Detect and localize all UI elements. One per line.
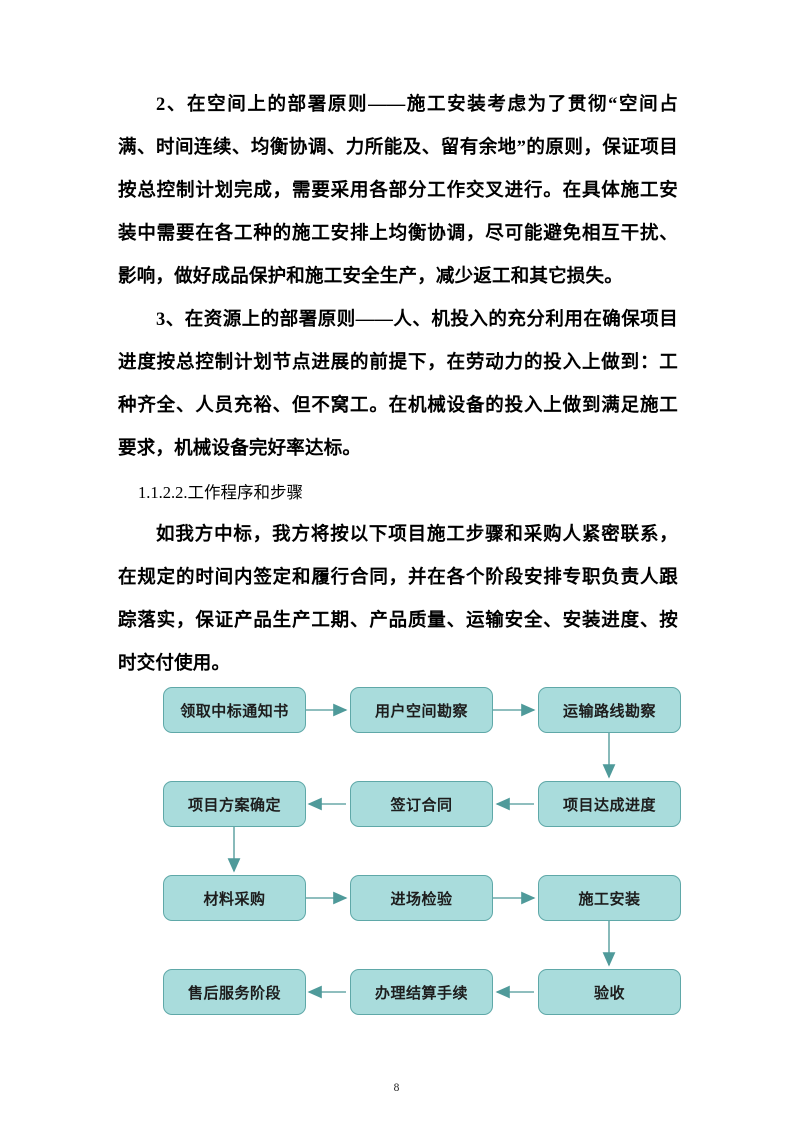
flow-node-material-procurement: 材料采购: [163, 875, 306, 921]
process-flowchart: 领取中标通知书 用户空间勘察 运输路线勘察 项目方案确定 签订合同 项目达成进度…: [150, 672, 700, 1024]
flow-node-receive-bid-notice: 领取中标通知书: [163, 687, 306, 733]
flow-node-project-plan-confirm: 项目方案确定: [163, 781, 306, 827]
flow-node-project-progress: 项目达成进度: [538, 781, 681, 827]
flow-node-transport-route-survey: 运输路线勘察: [538, 687, 681, 733]
document-body: 2、在空间上的部署原则——施工安装考虑为了贯彻“空间占满、时间连续、均衡协调、力…: [118, 84, 678, 686]
paragraph-work-procedure-intro: 如我方中标，我方将按以下项目施工步骤和采购人紧密联系，在规定的时间内签定和履行合…: [118, 525, 678, 674]
flow-node-sign-contract: 签订合同: [350, 781, 493, 827]
paragraph-resource-deployment: 3、在资源上的部署原则——人、机投入的充分利用在确保项目进度按总控制计划节点进展…: [118, 310, 678, 459]
paragraph-spatial-deployment: 2、在空间上的部署原则——施工安装考虑为了贯彻“空间占满、时间连续、均衡协调、力…: [118, 95, 678, 287]
flow-node-after-sales-service: 售后服务阶段: [163, 969, 306, 1015]
flow-node-user-space-survey: 用户空间勘察: [350, 687, 493, 733]
flow-node-settlement-procedures: 办理结算手续: [350, 969, 493, 1015]
section-heading-work-procedure: 1.1.2.2.工作程序和步骤: [138, 483, 303, 502]
flowchart-connectors: [227, 703, 616, 999]
flow-node-acceptance: 验收: [538, 969, 681, 1015]
page-number: 8: [393, 1082, 400, 1094]
flow-node-site-inspection: 进场检验: [350, 875, 493, 921]
flow-node-construction-installation: 施工安装: [538, 875, 681, 921]
